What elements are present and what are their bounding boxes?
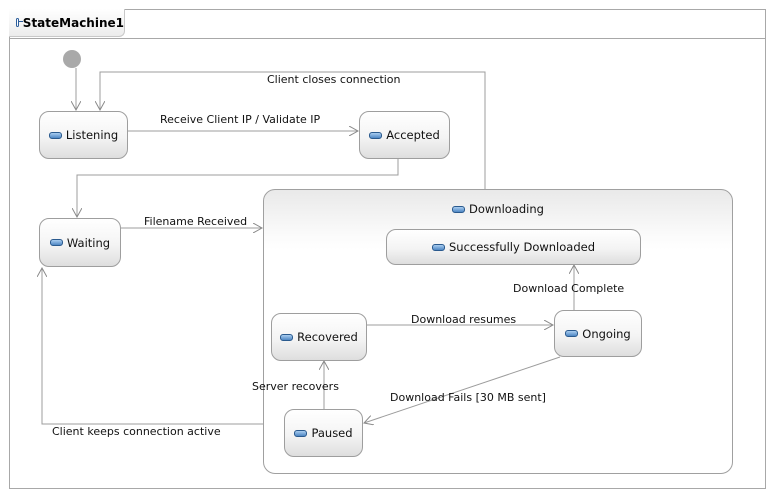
label-client-keeps-connection-active: Client keeps connection active — [52, 425, 221, 438]
state-successfully-downloaded-label: Successfully Downloaded — [448, 240, 596, 254]
state-downloading-label: Downloading — [469, 202, 544, 216]
state-recovered[interactable]: Recovered — [271, 313, 367, 361]
state-recovered-label: Recovered — [297, 330, 358, 344]
state-icon — [369, 131, 383, 139]
label-receive-client-ip: Receive Client IP / Validate IP — [160, 113, 321, 126]
state-icon — [280, 333, 294, 341]
state-downloading-header: Downloading — [263, 200, 733, 218]
edge-downloading-to-waiting — [42, 268, 263, 425]
state-accepted-label: Accepted — [386, 128, 440, 142]
label-download-resumes: Download resumes — [411, 313, 517, 326]
state-listening-label: Listening — [65, 128, 119, 142]
frame-header-divider — [9, 38, 766, 39]
state-ongoing-label: Ongoing — [582, 326, 631, 341]
state-machine-icon — [16, 18, 23, 27]
state-successfully-downloaded[interactable]: Successfully Downloaded — [386, 229, 641, 265]
state-ongoing[interactable]: Ongoing — [554, 310, 642, 357]
label-download-fails: Download Fails [30 MB sent] — [390, 391, 546, 404]
state-icon — [294, 429, 308, 437]
label-client-closes-connection: Client closes connection — [267, 73, 401, 86]
label-filename-received: Filename Received — [144, 215, 248, 228]
label-download-complete: Download Complete — [513, 282, 625, 295]
state-icon — [452, 205, 466, 213]
label-server-recovers: Server recovers — [252, 380, 339, 393]
state-waiting[interactable]: Waiting — [39, 218, 121, 267]
state-machine-tab[interactable]: StateMachine1 — [9, 9, 125, 37]
edge-client-closes-connection — [100, 71, 486, 189]
state-paused[interactable]: Paused — [284, 409, 363, 457]
state-machine-title: StateMachine1 — [22, 15, 124, 30]
state-waiting-label: Waiting — [66, 235, 111, 250]
state-accepted[interactable]: Accepted — [359, 111, 450, 159]
state-paused-label: Paused — [311, 426, 353, 440]
edge-accepted-to-waiting — [77, 159, 399, 217]
edge-ongoing-to-paused — [364, 356, 561, 423]
state-icon — [565, 330, 579, 337]
initial-node[interactable] — [63, 50, 81, 68]
state-listening[interactable]: Listening — [39, 111, 128, 159]
state-icon — [431, 243, 445, 251]
state-icon — [48, 131, 62, 139]
state-icon — [49, 239, 63, 246]
